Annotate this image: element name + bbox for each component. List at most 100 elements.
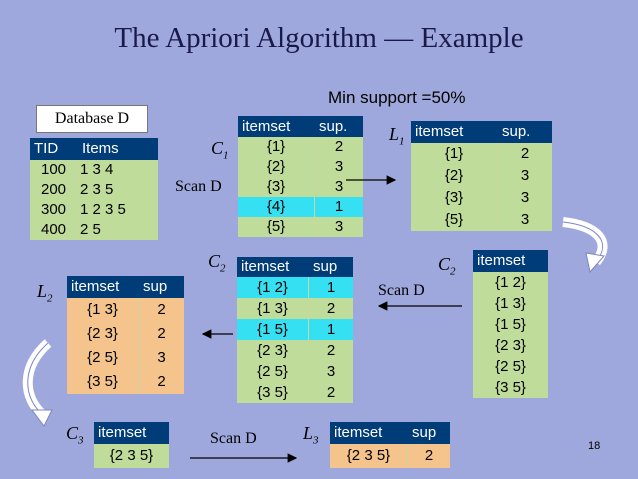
table-header: itemset bbox=[94, 422, 169, 444]
column-header: itemset bbox=[241, 258, 290, 275]
label-c2-candidates: C2 bbox=[438, 254, 456, 278]
table-cell: 1 bbox=[326, 321, 336, 338]
table-cell: 2 bbox=[157, 325, 166, 342]
table-cell: {1 3} bbox=[67, 298, 139, 322]
table-row: {1 5} bbox=[473, 314, 548, 335]
database-label: Database D bbox=[36, 105, 148, 133]
table-row: {3}3 bbox=[411, 187, 552, 209]
table-cell: 2 5 bbox=[80, 221, 101, 238]
label-l3: L3 bbox=[303, 423, 319, 447]
table-cell: {1 2} bbox=[495, 274, 526, 291]
table-row: {3 5} 2 bbox=[237, 382, 353, 403]
table-row: {2} 3 bbox=[411, 165, 552, 187]
table-cell: 2 bbox=[157, 301, 166, 318]
table-cell: 1 bbox=[334, 198, 344, 215]
table-header: TID Items bbox=[30, 138, 158, 160]
table-cell: 3 bbox=[334, 218, 344, 235]
c2-counted-table: itemset sup{1 2} 1 {1 3}2{1 5}1{2 3} 2 {2 5} 3… bbox=[237, 257, 353, 403]
column-header: itemset bbox=[242, 118, 291, 135]
table-cell: 3 bbox=[334, 158, 344, 175]
table-cell: 2 bbox=[326, 384, 336, 401]
table-cell: {2 3 5} bbox=[330, 444, 408, 468]
table-cell: 3 bbox=[520, 167, 530, 184]
table-cell: {2 3} bbox=[67, 322, 139, 346]
label-l2: L2 bbox=[37, 281, 53, 305]
table-header: itemset sup bbox=[237, 257, 353, 277]
table-cell: 2 bbox=[424, 447, 434, 464]
scan-d-label-2: Scan D bbox=[378, 282, 425, 299]
label-c1: C1 bbox=[211, 138, 229, 162]
table-cell: 200 bbox=[30, 180, 78, 200]
table-row: {2 3 5} bbox=[94, 444, 169, 468]
table-row: {1 2} 1 bbox=[237, 277, 353, 298]
column-header: sup. bbox=[319, 118, 348, 135]
column-header: sup bbox=[313, 258, 338, 275]
table-cell: {3} bbox=[411, 187, 498, 209]
table-cell: {1 3} bbox=[495, 295, 526, 312]
table-cell: {3 5} bbox=[237, 382, 309, 403]
table-row: {2}3 bbox=[238, 157, 363, 177]
column-header: itemset bbox=[477, 252, 526, 269]
table-row: {1 3} bbox=[473, 293, 548, 314]
column-header: TID bbox=[34, 140, 59, 157]
table-cell: {1 2} bbox=[237, 277, 309, 298]
table-row: {1 3}2 bbox=[237, 298, 353, 319]
table-cell: {5} bbox=[238, 217, 315, 237]
slide-title: The Apriori Algorithm — Example bbox=[114, 22, 524, 54]
table-header: itemset bbox=[473, 250, 548, 272]
table-row: {5} 3 bbox=[238, 217, 363, 237]
table-header: itemset sup bbox=[330, 422, 450, 444]
column-header: sup bbox=[412, 424, 437, 441]
table-row: {1 2} bbox=[473, 272, 548, 293]
table-cell: 3 bbox=[334, 178, 344, 195]
table-row: {2 5} bbox=[473, 356, 548, 377]
table-cell: {3 5} bbox=[495, 379, 526, 396]
table-cell: {4} bbox=[238, 197, 315, 217]
table-cell: {2 5} bbox=[237, 361, 309, 382]
column-header: itemset bbox=[415, 123, 464, 140]
table-cell: 3 bbox=[326, 363, 336, 380]
table-cell: 3 bbox=[157, 349, 166, 366]
table-cell: 2 bbox=[334, 138, 344, 155]
table-cell: {2 5} bbox=[67, 346, 139, 370]
curved-down-arrow-icon bbox=[562, 217, 608, 274]
column-header: sup bbox=[143, 278, 168, 295]
table-row: {2 3 5} 2 bbox=[330, 444, 450, 468]
table-cell: 2 bbox=[326, 300, 336, 317]
table-cell: {1 5} bbox=[495, 316, 526, 333]
label-c2-counted: C2 bbox=[208, 251, 226, 275]
table-cell: 1 bbox=[326, 279, 336, 296]
label-l1: L1 bbox=[389, 124, 405, 148]
min-support-text: Min support =50% bbox=[328, 88, 466, 107]
table-row: {1 5}1 bbox=[237, 319, 353, 340]
table-row: {2 3} bbox=[473, 335, 548, 356]
label-c3: C3 bbox=[66, 423, 84, 447]
table-cell: 3 bbox=[520, 211, 530, 228]
table-cell: 400 bbox=[30, 220, 78, 240]
table-cell: 2 bbox=[326, 342, 336, 359]
table-row: {2 5} 3 bbox=[237, 361, 353, 382]
column-header: itemset bbox=[334, 424, 383, 441]
table-cell: {2 3 5} bbox=[109, 447, 154, 464]
column-header: Items bbox=[82, 140, 119, 157]
table-cell: {5} bbox=[411, 209, 498, 231]
curved-down-arrow-icon bbox=[22, 339, 53, 427]
table-cell: {2 3} bbox=[237, 340, 309, 361]
table-cell: {2} bbox=[411, 165, 498, 187]
table-cell: 1 2 3 5 bbox=[80, 201, 126, 218]
l3-table: itemset sup{2 3 5} 2 bbox=[330, 422, 450, 468]
table-row: {5} 3 bbox=[411, 209, 552, 231]
table-row: {4} 1 bbox=[238, 197, 363, 217]
table-cell: 1 3 4 bbox=[80, 161, 114, 178]
table-cell: {2 5} bbox=[495, 358, 526, 375]
page-number: 18 bbox=[588, 440, 601, 452]
table-cell: 300 bbox=[30, 200, 78, 220]
